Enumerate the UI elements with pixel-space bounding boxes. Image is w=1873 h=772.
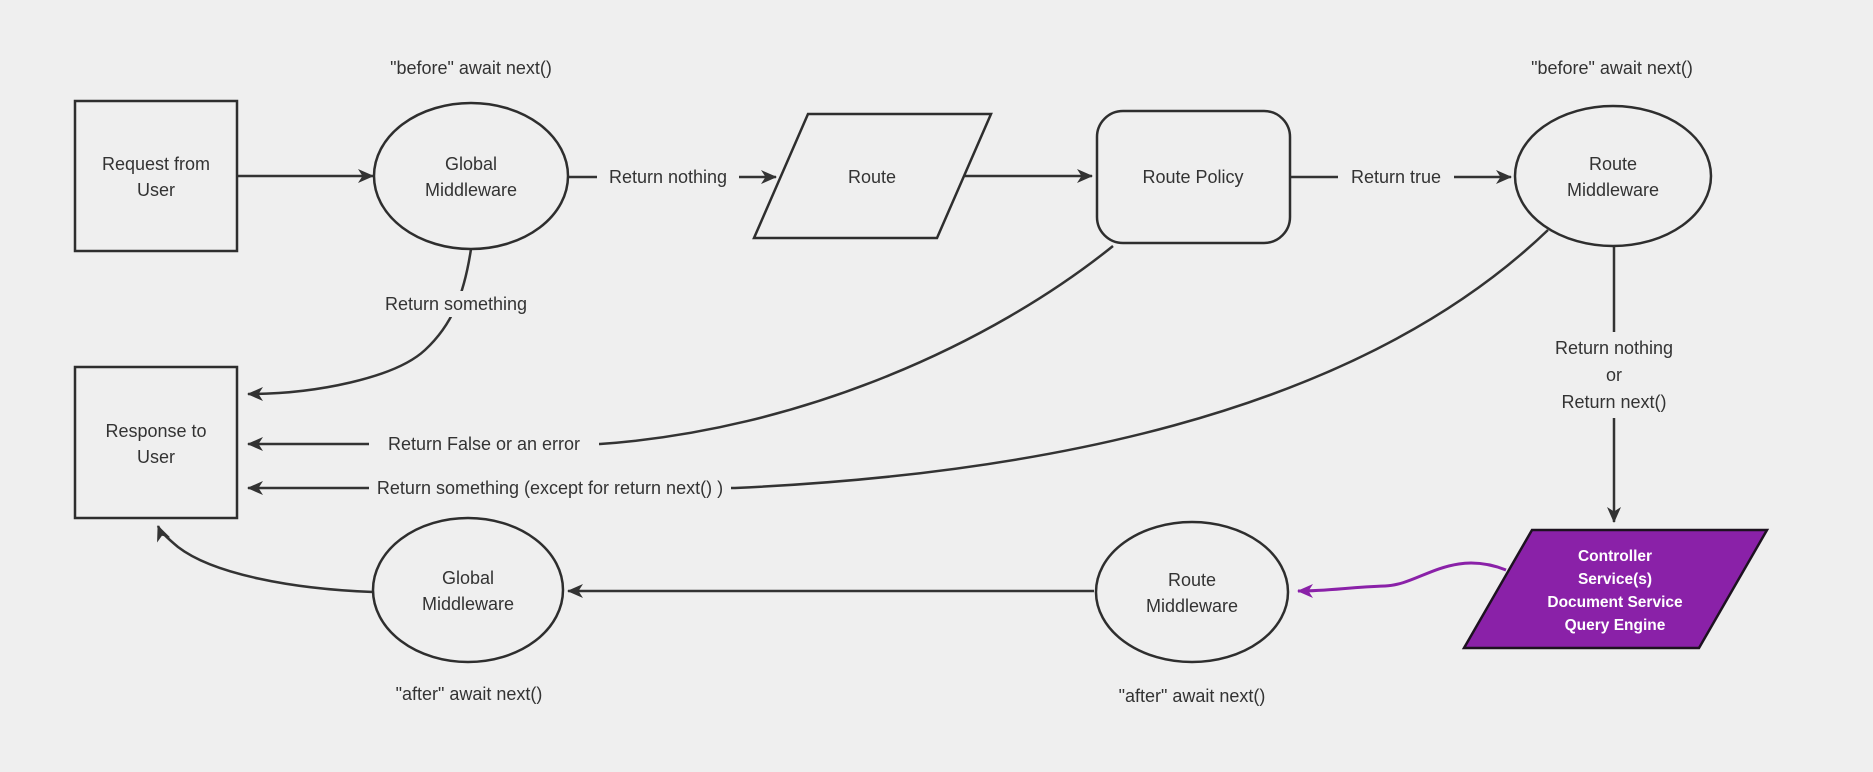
edge-label-bg-return-nothing [597,164,739,190]
edge-global-middleware-to-response [247,248,473,401]
edge-label-bg-return-nothing-or [1537,332,1691,418]
node-route-middleware-after [1094,520,1290,664]
node-route-middleware-after-label-line2: Middleware [1146,596,1238,616]
annotation-before-await-left: "before" await next() [390,58,552,78]
node-route-policy-label: Route Policy [1142,167,1243,187]
node-request-from-user-label-line1: Request from [102,154,210,174]
node-global-middleware-before-label-line2: Middleware [425,180,517,200]
node-request-from-user [73,99,239,253]
node-controller-services-label-line1: Controller [1578,548,1652,565]
node-response-to-user-label-line1: Response to [105,421,206,441]
annotation-after-await-left: "after" await next() [396,684,543,704]
node-controller-services [1461,528,1770,650]
node-response-to-user [73,365,239,520]
edge-label-return-nothing-or-line3: Return next() [1561,392,1666,412]
node-controller-services-label-line4: Query Engine [1565,617,1666,634]
node-route-label: Route [848,167,896,187]
node-request-from-user-label-line2: User [137,180,175,200]
edge-label-return-nothing-or-line1: Return nothing [1555,338,1673,358]
node-route-middleware-before-label-line1: Route [1589,154,1637,174]
annotation-after-await-right: "after" await next() [1119,686,1266,706]
node-route-policy [1095,109,1292,245]
edge-label-return-true: Return true [1351,167,1441,187]
edge-label-return-nothing-or-line2: or [1606,365,1622,385]
edge-label-bg-return-something [372,291,540,317]
node-route-middleware-after-label-line1: Route [1168,570,1216,590]
edge-global-middleware-after-to-response [156,525,374,594]
node-response-to-user-label-line2: User [137,447,175,467]
edge-label-return-something-except: Return something (except for return next… [377,478,723,498]
edge-label-bg-return-true [1338,164,1454,190]
edge-route-policy-to-response [247,245,1114,451]
node-global-middleware-before [372,101,570,251]
edge-route-middleware-to-response [247,229,1549,495]
annotation-before-await-right: "before" await next() [1531,58,1693,78]
edge-label-return-something: Return something [385,294,527,314]
node-controller-services-label-line2: Service(s) [1578,571,1652,588]
node-global-middleware-after-label-line1: Global [442,568,494,588]
node-global-middleware-before-label-line1: Global [445,154,497,174]
node-route-middleware-before [1513,104,1713,248]
edge-label-return-false-or-error: Return False or an error [388,434,580,454]
node-route [752,112,993,240]
node-global-middleware-after [371,516,565,664]
edge-controller-to-route-middleware-after [1297,561,1507,598]
edge-label-bg-return-false-or-error [369,431,599,457]
node-controller-services-label-line3: Document Service [1547,594,1683,611]
edge-label-bg-return-something-except [369,475,731,501]
node-global-middleware-after-label-line2: Middleware [422,594,514,614]
node-route-middleware-before-label-line2: Middleware [1567,180,1659,200]
edge-label-return-nothing: Return nothing [609,167,727,187]
